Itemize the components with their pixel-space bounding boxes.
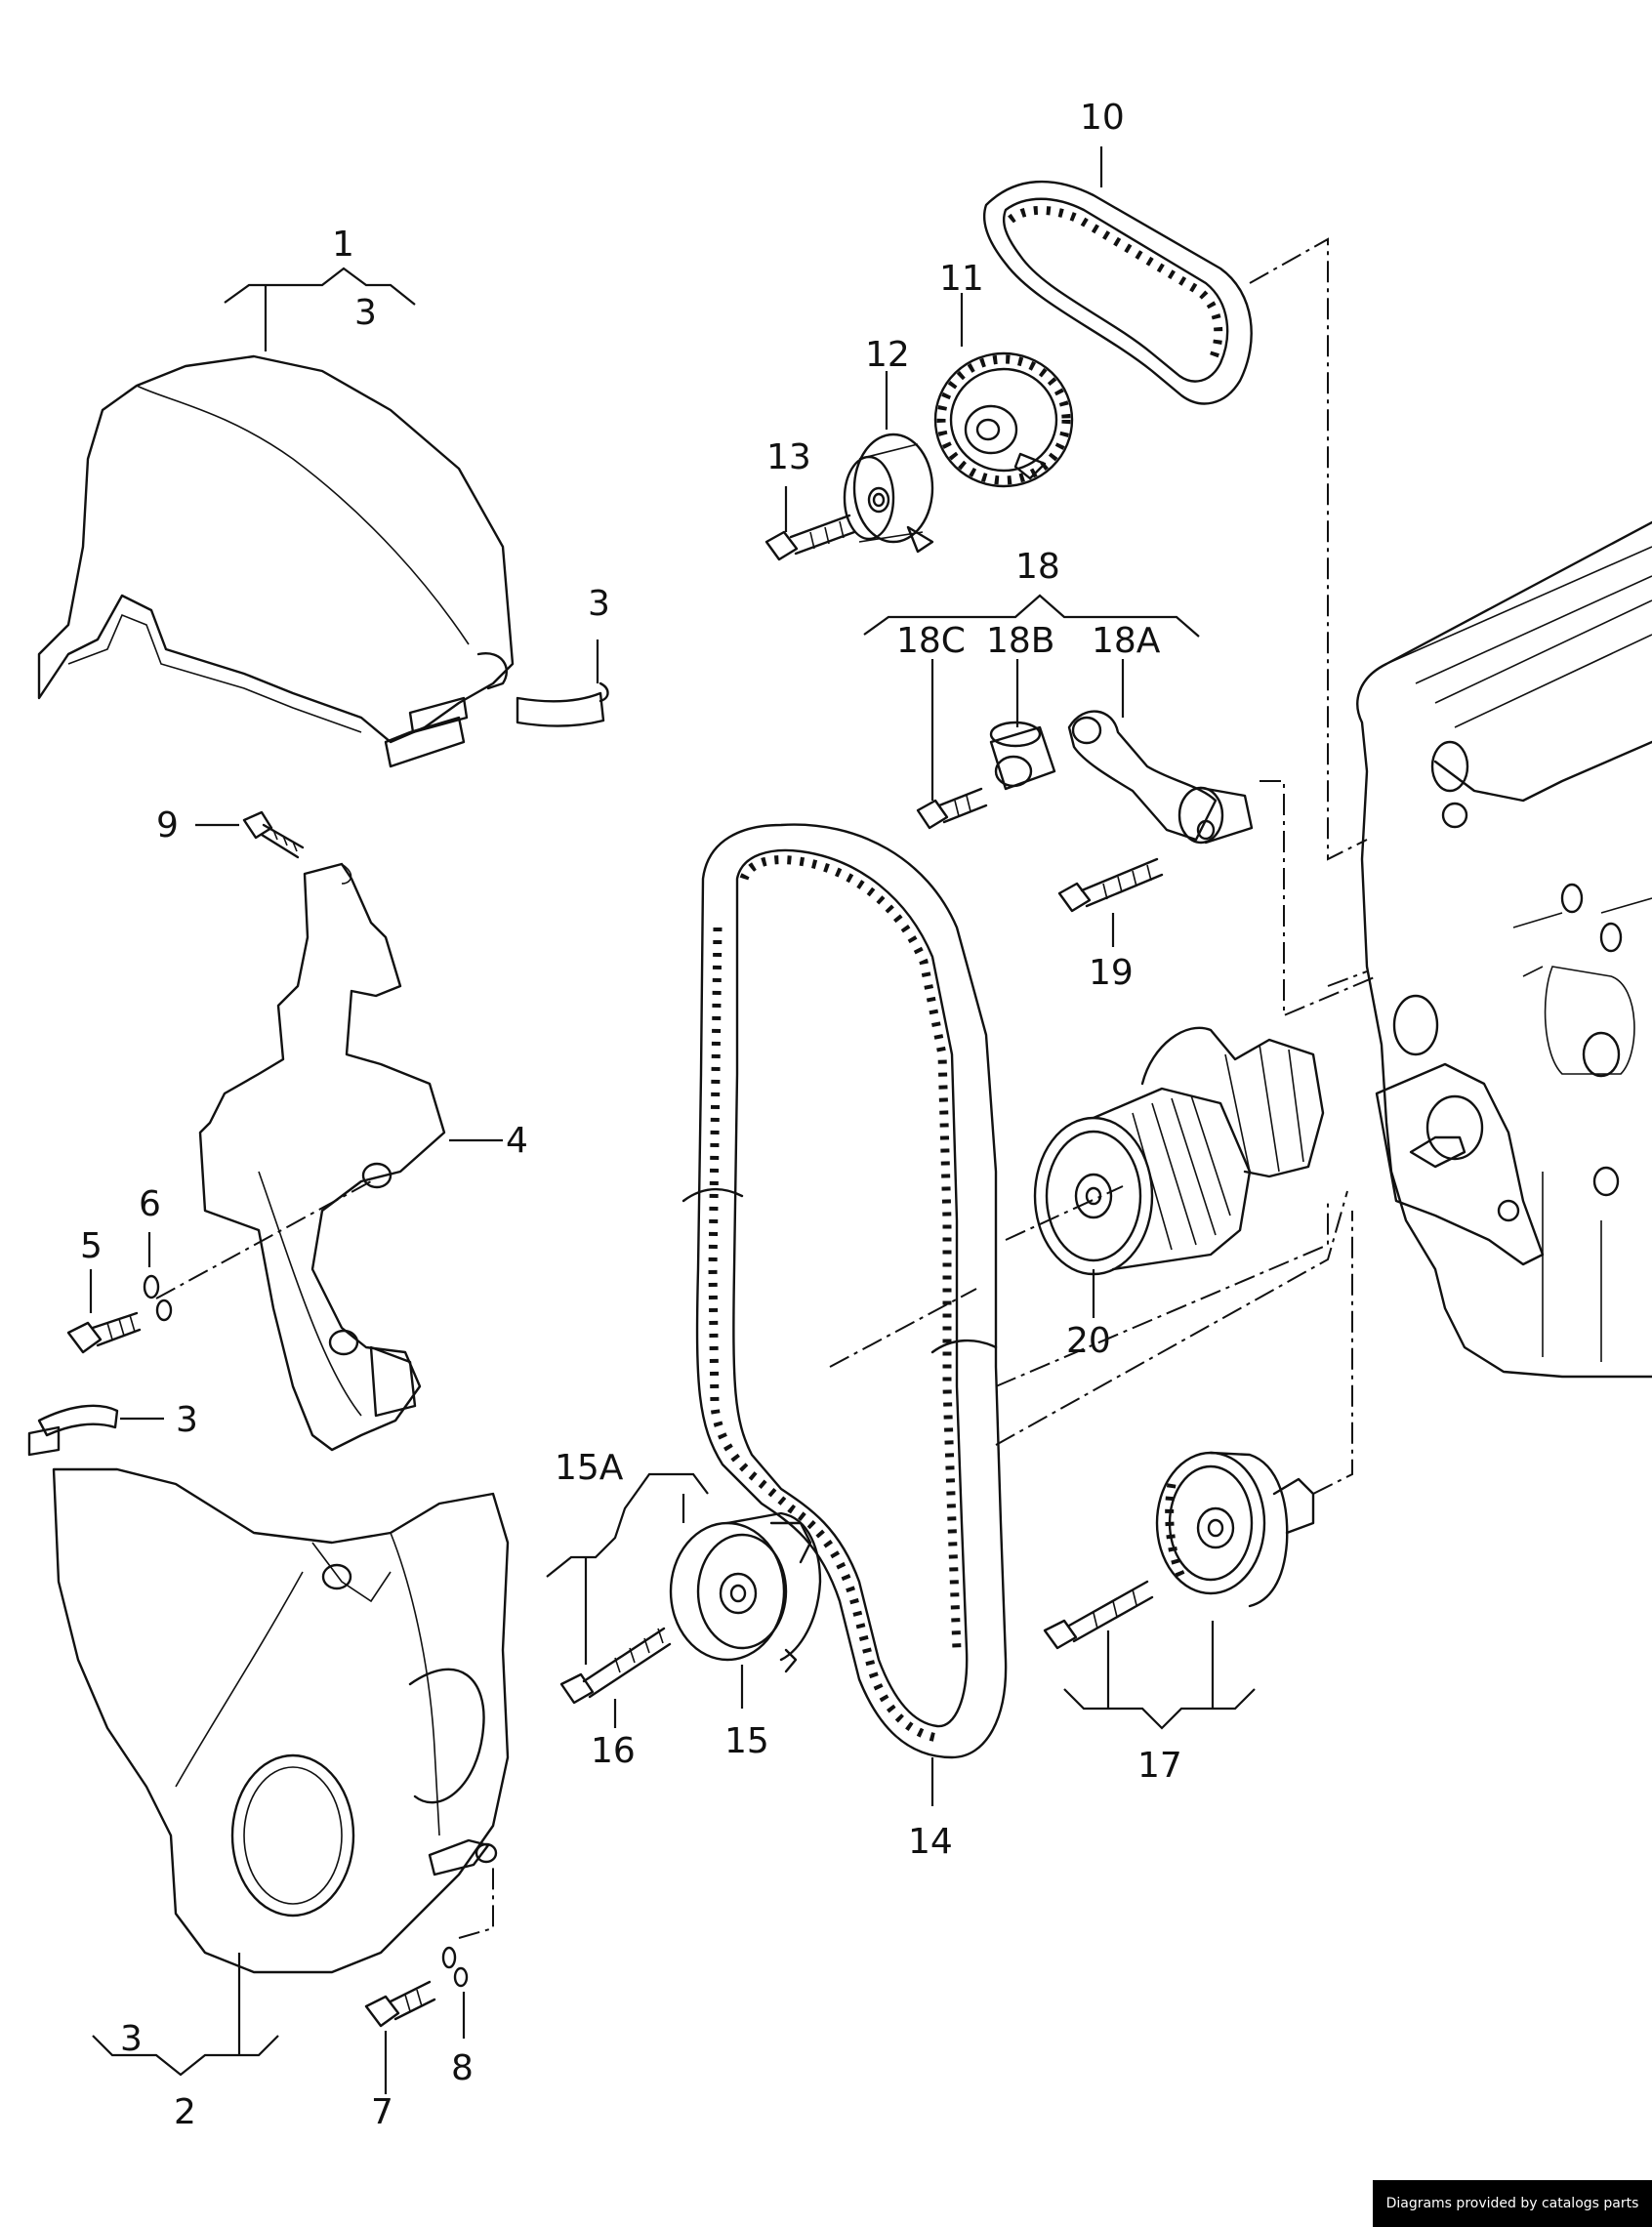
callout-1: 1 [332,225,354,265]
callout-labels: 1 3 3 9 4 5 6 3 3 2 7 8 10 11 12 13 18 1… [80,98,1182,2132]
alignment-lines [155,237,1378,1939]
callout-7: 7 [371,2092,393,2132]
clip-middle [27,1404,119,1457]
bolt-7 [364,1980,436,2028]
callout-18A: 18A [1092,621,1161,661]
spacer-sleeve-18B [989,721,1056,791]
bolt-19 [1057,857,1164,913]
callout-20: 20 [1066,1321,1111,1361]
upper-timing-belt-cover [37,354,515,768]
camshaft-sprocket [933,351,1074,488]
callout-9: 9 [156,805,179,845]
callout-10: 10 [1080,98,1125,138]
idler-pulley-17 [1155,1451,1315,1608]
callout-3-clip-top: 3 [588,584,610,624]
callout-18B: 18B [986,621,1055,661]
lower-timing-belt-cover [52,1467,510,1974]
bolt-18C [916,787,988,830]
water-pump-20 [1033,1026,1325,1276]
callout-3-clip-mid: 3 [176,1400,198,1440]
timing-belt-14 [681,823,1008,1759]
washer-8 [441,1946,469,1988]
callout-17: 17 [1137,1746,1182,1786]
callout-13: 13 [766,437,811,477]
clip-top [516,681,609,727]
callout-5: 5 [80,1226,103,1266]
bolt-17 [1043,1580,1154,1650]
credit-banner: Diagrams provided by catalogs parts [1373,2180,1652,2227]
callout-18C: 18C [896,621,966,661]
washer-6 [143,1274,173,1322]
callout-11: 11 [939,259,984,299]
callout-15A: 15A [555,1448,624,1488]
leader-lines [89,146,1256,2094]
callout-19: 19 [1089,953,1134,993]
rear-timing-belt-guard [198,862,446,1452]
callout-16: 16 [591,1731,636,1771]
callout-12: 12 [865,335,910,375]
callout-4: 4 [506,1121,528,1161]
callout-3-bottom: 3 [120,2019,143,2059]
bolt-5 [66,1311,142,1354]
callout-15: 15 [724,1721,769,1761]
tensioner-pulley-15 [669,1511,822,1673]
idler-bracket-18A [1067,710,1254,845]
engine-block [1356,520,1652,1379]
callout-6: 6 [139,1184,161,1224]
callout-18: 18 [1015,547,1060,587]
camshaft-belt [983,180,1253,405]
callout-3-top: 3 [354,293,377,333]
bolt-16 [559,1627,672,1705]
callout-2: 2 [174,2092,196,2132]
tensioner-roller-12 [843,433,934,554]
bolt-13 [764,514,856,561]
callout-8: 8 [451,2048,474,2088]
bolt-9 [242,810,305,859]
callout-14: 14 [908,1822,953,1862]
